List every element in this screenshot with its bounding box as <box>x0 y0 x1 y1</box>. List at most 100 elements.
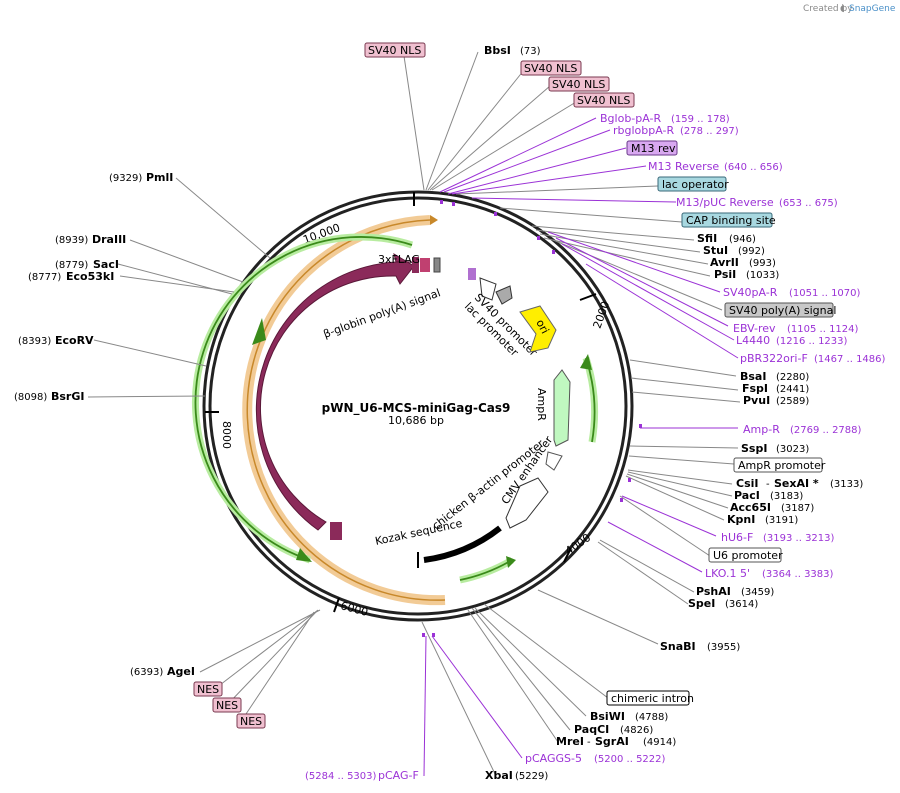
enzyme-agei-pos: (6393) <box>130 667 163 678</box>
sv40-nls-label-b: SV40 NLS <box>524 62 577 75</box>
green-feature-line <box>194 236 413 561</box>
enzyme-psii[interactable]: PsiI <box>714 268 736 281</box>
plasmid-name: pWN_U6-MCS-miniGag-Cas9 <box>322 401 511 416</box>
enzyme-eco53ki[interactable]: Eco53kI <box>66 270 114 283</box>
primer-pbr[interactable]: pBR322ori-F <box>740 352 808 365</box>
enzyme-xbai-pos: (5229) <box>515 771 548 782</box>
primer-m13puc[interactable]: M13/pUC Reverse <box>676 196 774 209</box>
sv40-nls-box-c[interactable] <box>548 76 610 92</box>
enzyme-kpni[interactable]: KpnI <box>727 513 755 526</box>
nes-box-b[interactable] <box>212 697 242 713</box>
enzyme-draiii[interactable]: DraIII <box>92 233 126 246</box>
nes-cluster-feature[interactable] <box>330 522 342 540</box>
credit-brand[interactable]: SnapGene <box>849 4 896 14</box>
enzyme-ecorv[interactable]: EcoRV <box>55 334 94 347</box>
sv40-nls-box-d[interactable] <box>573 92 635 108</box>
leader-lines <box>87 51 741 777</box>
enzyme-pvui[interactable]: PvuI <box>743 394 770 407</box>
ori-feature[interactable] <box>519 305 557 353</box>
primer-l4440[interactable]: L4440 <box>736 334 770 347</box>
flag-feature[interactable] <box>412 257 419 273</box>
primer-pcag[interactable]: pCAG-F <box>378 769 419 782</box>
tick-2000 <box>579 293 597 301</box>
sv40-polya-box[interactable] <box>724 302 834 318</box>
primer-bglob[interactable]: Bglob-pA-R <box>600 112 662 125</box>
enzyme-saci[interactable]: SacI <box>93 258 119 271</box>
sv40-nls-box-a[interactable] <box>364 42 426 58</box>
enzyme-xbai[interactable]: XbaI <box>485 769 513 782</box>
lac-operator-box[interactable] <box>657 176 727 192</box>
chimeric-intron-label: chimeric intron <box>611 692 694 705</box>
enzyme-csii[interactable]: CsiI <box>736 477 758 490</box>
primer-ebv[interactable]: EBV-rev <box>733 322 776 335</box>
primer-ebv-pos: (1105 .. 1124) <box>787 324 859 335</box>
enzyme-bsrgi-pos: (8098) <box>14 392 47 403</box>
sv40-promoter-feature[interactable] <box>479 277 497 301</box>
enzyme-paci[interactable]: PacI <box>734 489 760 502</box>
lac-promoter-feature[interactable] <box>495 285 513 305</box>
enzyme-bsiwi[interactable]: BsiWI <box>590 710 625 723</box>
primer-pcaggs-pos: (5200 .. 5222) <box>594 754 666 765</box>
cas9-feature[interactable] <box>255 252 415 531</box>
enzyme-agei[interactable]: AgeI <box>167 665 195 678</box>
primer-rbglob[interactable]: rbglobpA-R <box>613 124 674 137</box>
enzyme-spei[interactable]: SpeI <box>688 597 715 610</box>
sv40-nls-label-a: SV40 NLS <box>368 44 421 57</box>
primer-labels: Bglob-pA-R (159 .. 178) rbglobpA-R (278 … <box>305 112 886 782</box>
primer-sv40pa[interactable]: SV40pA-R <box>723 286 778 299</box>
flag-label: 3xFLAG <box>378 253 420 266</box>
ampr-promoter-feature[interactable] <box>545 451 563 471</box>
primer-m13rev[interactable]: M13 Reverse <box>648 160 719 173</box>
tick-4000 <box>563 547 572 563</box>
nes-box-c[interactable] <box>236 713 266 729</box>
kozak-feature[interactable] <box>423 525 502 563</box>
enzyme-bsai[interactable]: BsaI <box>740 370 766 383</box>
primer-pcaggs[interactable]: pCAGGS-5 <box>525 752 582 765</box>
enzyme-sfii[interactable]: SfiI <box>697 232 717 245</box>
ori-label: ori <box>533 317 551 336</box>
backbone-outer <box>202 190 634 622</box>
enzyme-ecorv-pos: (8393) <box>18 336 51 347</box>
primer-pbr-pos: (1467 .. 1486) <box>814 354 886 365</box>
enzyme-sspi[interactable]: SspI <box>741 442 767 455</box>
enzyme-acc65i[interactable]: Acc65I <box>730 501 771 514</box>
bglobin-feature[interactable] <box>433 257 441 273</box>
chimeric-intron-box[interactable] <box>606 690 690 706</box>
nes-label-c: NES <box>240 715 262 728</box>
primer-lko-pos: (3364 .. 3383) <box>762 569 834 580</box>
enzyme-snabi[interactable]: SnaBI <box>660 640 696 653</box>
cmv-feature[interactable] <box>505 477 549 529</box>
enzyme-pshai[interactable]: PshAI <box>696 585 731 598</box>
nes-box-a[interactable] <box>193 681 223 697</box>
ampr-feature[interactable] <box>553 369 571 447</box>
cap-binding-label: CAP binding site <box>686 214 776 227</box>
enzyme-bbsi[interactable]: BbsI <box>484 44 511 57</box>
lac-operator-label: lac operator <box>662 178 729 191</box>
snapgene-credit: Created by ◖ SnapGene <box>803 4 896 14</box>
primer-lko[interactable]: LKO.1 5' <box>705 567 750 580</box>
tick-6000 <box>333 597 340 613</box>
primer-hu6[interactable]: hU6-F <box>721 531 753 544</box>
ampr-promoter-box[interactable] <box>733 457 823 473</box>
enzyme-mrei[interactable]: MreI <box>556 735 584 748</box>
enzyme-sgrai[interactable]: SgrAI <box>595 735 629 748</box>
enzyme-paqci[interactable]: PaqCI <box>574 723 609 736</box>
enzyme-fspi[interactable]: FspI <box>742 382 768 395</box>
nes-label-b: NES <box>216 699 238 712</box>
enzyme-avrii[interactable]: AvrII <box>710 256 739 269</box>
enzyme-sexai[interactable]: SexAI * <box>774 477 819 490</box>
enzyme-bsrgi[interactable]: BsrGI <box>51 390 84 403</box>
sv40-nls-box-b[interactable] <box>520 60 582 76</box>
cap-binding-box[interactable] <box>681 212 773 228</box>
primer-ampr[interactable]: Amp-R <box>743 423 780 436</box>
nls-cluster-feature[interactable] <box>420 258 430 272</box>
enzyme-csii-sep: - <box>766 479 770 490</box>
enzyme-paqci-pos: (4826) <box>620 725 653 736</box>
enzyme-bsai-pos: (2280) <box>776 372 809 383</box>
u6-promoter-box[interactable] <box>708 547 782 563</box>
enzyme-pshai-pos: (3459) <box>741 587 774 598</box>
enzyme-pmli[interactable]: PmlI <box>146 171 173 184</box>
enzyme-stui[interactable]: StuI <box>703 244 728 257</box>
m13-rev-box[interactable] <box>626 140 678 156</box>
enzyme-stui-pos: (992) <box>738 246 765 257</box>
